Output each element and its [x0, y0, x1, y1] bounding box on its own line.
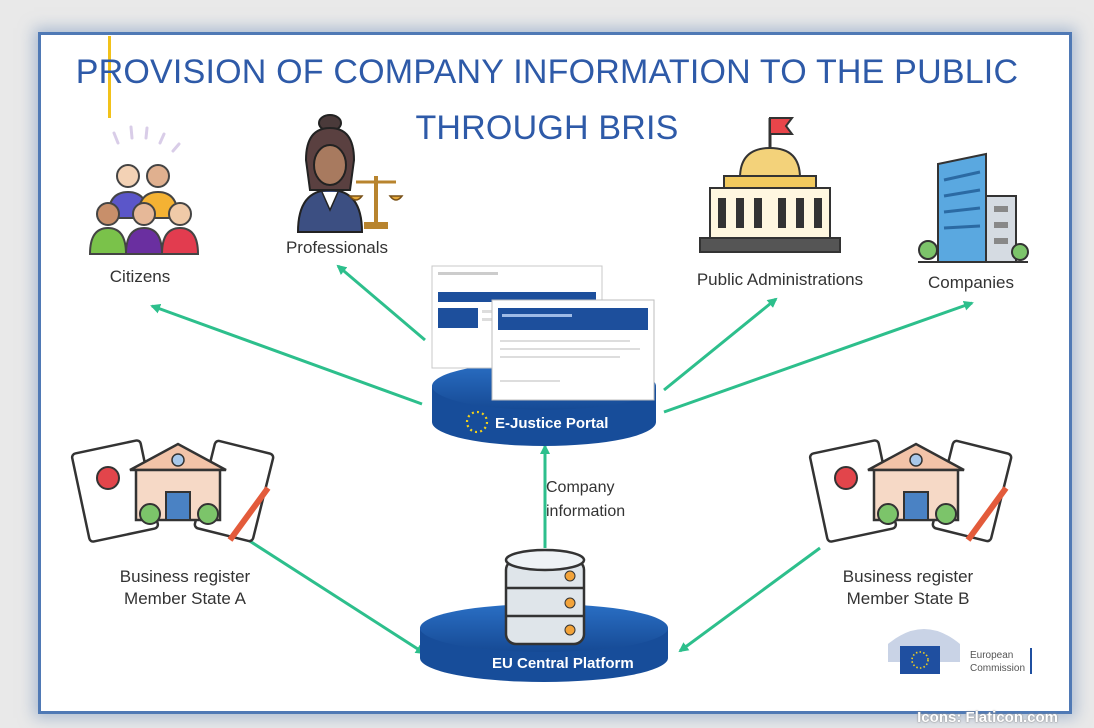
public-administrations-icon — [699, 117, 841, 253]
arrow-register-a — [244, 536, 426, 655]
title-line-2: THROUGH BRIS — [415, 109, 679, 147]
business-register-a-label: Business register Member State A — [100, 566, 270, 610]
public-administrations-label: Public Administrations — [696, 270, 864, 289]
logo-line-1: European — [970, 650, 1013, 661]
database-icon — [504, 548, 586, 646]
citizens-label: Citizens — [109, 267, 171, 286]
ejustice-portal-label: E-Justice Portal — [495, 415, 608, 432]
company-information-label: Company information — [546, 476, 656, 524]
logo-line-2: Commission — [970, 663, 1025, 674]
arrow-to-citizens — [150, 304, 423, 406]
edge-label-line-1: Company — [546, 479, 615, 496]
edge-label-line-2: information — [546, 503, 626, 520]
arrow-register-b — [678, 546, 821, 653]
portal-screenshot-front — [491, 299, 655, 401]
european-commission-logo: European Commission — [888, 629, 1032, 674]
register-b-line-1: Business register — [842, 567, 974, 586]
accent-line — [108, 36, 111, 118]
companies-label: Companies — [928, 273, 1014, 292]
arrow-to-professionals — [336, 264, 426, 342]
professionals-label: Professionals — [285, 238, 389, 257]
citizens-icon — [88, 125, 200, 255]
arrow-to-public-admin — [663, 297, 778, 392]
business-register-a-icon — [70, 439, 275, 543]
icons-credit: Icons: Flaticon.com — [917, 709, 1058, 726]
arrow-to-companies — [663, 300, 974, 414]
eu-central-platform-label: EU Central Platform — [492, 655, 634, 672]
slide-title: PROVISION OF COMPANY INFORMATION TO THE … — [0, 44, 1094, 156]
business-register-b-icon — [808, 439, 1013, 543]
register-a-line-1: Business register — [119, 567, 251, 586]
companies-icon — [918, 152, 1029, 263]
title-line-1: PROVISION OF COMPANY INFORMATION TO THE … — [75, 53, 1019, 91]
register-a-line-2: Member State A — [124, 589, 246, 608]
professionals-icon — [296, 114, 404, 233]
business-register-b-label: Business register Member State B — [820, 566, 996, 610]
register-b-line-2: Member State B — [846, 589, 970, 608]
